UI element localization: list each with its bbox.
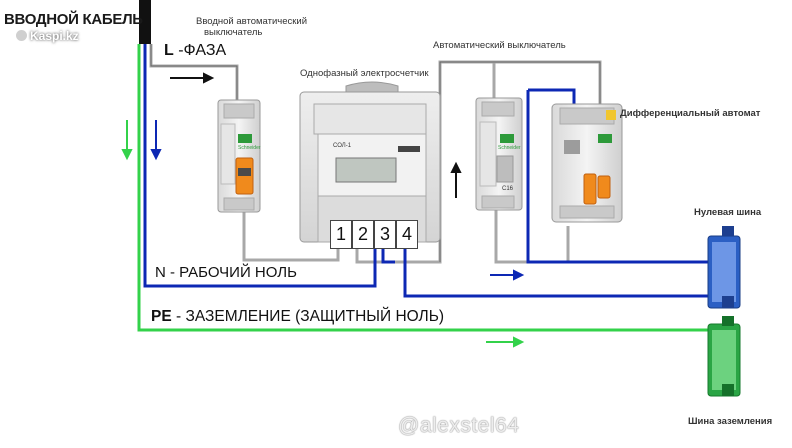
meter-model-text: СОЛ-1 [333, 143, 352, 149]
auto-breaker-rating: C16 [502, 186, 514, 192]
ground-wire [137, 44, 720, 332]
phase-label: L -ФАЗА [164, 42, 227, 59]
ground-bus [707, 316, 741, 397]
auto-breaker-device [475, 97, 523, 211]
neutral-bus [707, 226, 741, 309]
input-breaker-device [217, 99, 261, 213]
neutral-right-arrow [490, 269, 525, 281]
auto-breaker-label: Автоматический выключатель [433, 40, 566, 51]
ground-down-arrow [121, 120, 133, 161]
input-breaker-brand: Schneider [238, 145, 261, 151]
neutral-label: N - РАБОЧИЙ НОЛЬ [155, 264, 297, 281]
kaspi-watermark: Kaspi.kz [30, 29, 79, 43]
meter-terminal-3: 3 [374, 220, 396, 249]
input-cable [139, 0, 151, 44]
neutral-down-arrow [150, 120, 162, 161]
kaspi-logo-icon [16, 30, 27, 41]
rcbo-device [551, 103, 623, 223]
rcbo-label: Дифференциальный автомат [620, 108, 761, 119]
meter-terminal-2: 2 [352, 220, 374, 249]
phase-arrow [170, 72, 215, 84]
meter-label: Однофазный электросчетчик [300, 68, 429, 79]
meter-terminal-1: 1 [330, 220, 352, 249]
ground-right-arrow [486, 336, 525, 348]
input-breaker-label-2: выключатель [204, 27, 263, 38]
pe-label: PE - ЗАЗЕМЛЕНИЕ (ЗАЩИТНЫЙ НОЛЬ) [151, 308, 445, 325]
input-breaker-label-1: Вводной автоматический [196, 16, 308, 27]
meter-device [299, 81, 441, 243]
tiktok-watermark: @alexstel64 [398, 414, 520, 437]
auto-breaker-brand: Schneider [498, 145, 521, 151]
ground-bus-label: Шина заземления [688, 416, 773, 427]
meter-up-arrow [450, 161, 462, 198]
meter-terminal-4: 4 [396, 220, 418, 249]
neutral-bus-label: Нулевая шина [694, 207, 762, 218]
diagram-title: ВВОДНОЙ КАБЕЛЬ [4, 11, 143, 28]
neutral-wire [143, 44, 720, 298]
